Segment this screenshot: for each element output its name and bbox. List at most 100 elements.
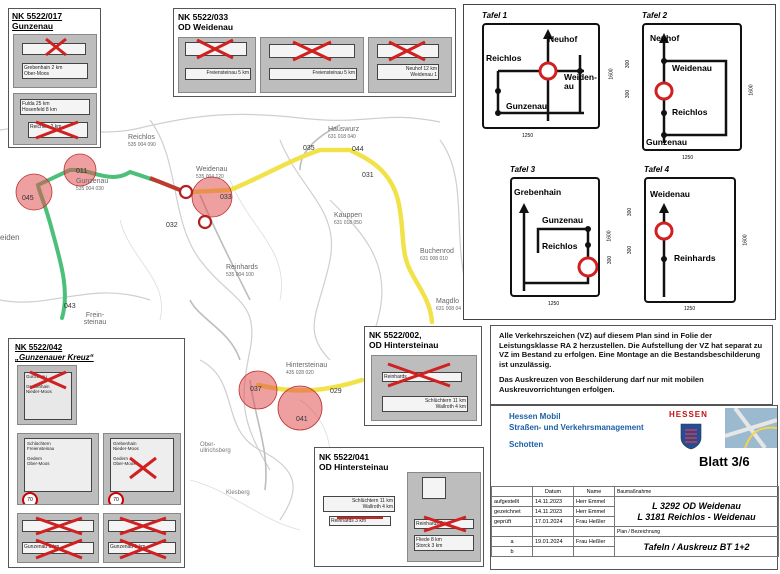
org-location: Schotten	[509, 440, 544, 449]
panel-nk002: NK 5522/002,OD Hintersteinau Reinhards S…	[364, 326, 482, 426]
project-title: L 3292 OD Weidenau	[652, 500, 741, 511]
route-diagram	[654, 203, 674, 297]
cross-out-icon	[35, 120, 79, 140]
dimension-label: 1250	[522, 133, 534, 139]
dimension-label: 1250	[548, 301, 560, 307]
tafel-place: Neuhof	[650, 33, 680, 43]
tafel-place: Neuhof	[548, 34, 578, 44]
tafel-label: Tafel 2	[642, 11, 668, 20]
row-name: Herr Emmel	[573, 496, 615, 507]
tafel-2-sign: Neuhof Weidenau Reichlos Gunzenau	[642, 23, 742, 151]
row-label: a	[491, 536, 533, 547]
cross-out-icon	[45, 37, 67, 57]
panel-title: NK 5522/002,OD Hintersteinau	[369, 330, 439, 350]
row-date: 19.01.2024	[532, 536, 574, 547]
tafel-place: Weiden-au	[564, 72, 597, 91]
motorway-junction-icon	[725, 408, 777, 448]
node-number: 033	[220, 194, 232, 201]
row-date: 14.11.2023	[532, 506, 574, 517]
tafel-label: Tafel 4	[644, 165, 670, 174]
sign-photo: Freiensteinau 5 km	[260, 37, 364, 93]
tafel-label: Tafel 3	[510, 165, 536, 174]
node-number: 011	[76, 168, 88, 175]
cross-out-icon	[388, 40, 426, 62]
speed-limit-sign: 70	[108, 492, 124, 504]
note-paragraph: Alle Verkehrszeichen (VZ) auf diesem Pla…	[499, 331, 763, 369]
hessen-logo-text: HESSEN	[669, 410, 708, 419]
project-title: L 3181 Reichlos - Weidenau	[637, 511, 756, 522]
node-number: 029	[330, 388, 342, 395]
dimension-label: 300	[625, 59, 632, 69]
row-label: aufgestellt	[491, 496, 533, 507]
note-paragraph: Das Auskreuzen von Beschilderung darf nu…	[499, 375, 704, 394]
sign: Freiensteinau 5 km	[185, 68, 251, 80]
cross-out-icon	[423, 515, 467, 533]
cross-out-icon	[387, 362, 451, 388]
node-number: 037	[250, 386, 262, 393]
row-date: 14.11.2023	[532, 496, 574, 507]
tafel-place: Weidenau	[672, 63, 712, 73]
node-number: 041	[296, 416, 308, 423]
row-date: 17.01.2024	[532, 516, 574, 527]
map-label-klesberg: Klesberg	[226, 490, 250, 496]
tafel-place: Gunzenau	[506, 101, 548, 111]
row-label: gezeichnet	[491, 506, 533, 517]
sheet-number: Blatt 3/6	[699, 454, 750, 469]
col-header: Name	[573, 486, 615, 497]
cross-out-icon	[196, 38, 234, 60]
map-label-freiensteinau: Frein-steinau	[83, 312, 107, 326]
org-name: Straßen- und Verkehrsmanagement	[509, 423, 644, 432]
sign-photo: Gunzenau 1 km	[17, 513, 99, 563]
node-number: 031	[362, 172, 374, 179]
tafel-place: Reichlos	[486, 53, 522, 63]
org-name: Hessen Mobil	[509, 412, 561, 421]
hessen-crest-icon	[680, 423, 702, 450]
dimension-label: 300	[607, 255, 614, 265]
route-diagram	[495, 29, 584, 121]
row-label: b	[491, 546, 533, 557]
col-header: Baumaßnahme	[614, 486, 779, 497]
dimension-label: 300	[627, 207, 634, 217]
cross-out-icon	[337, 517, 383, 519]
dimension-label: 1600	[748, 84, 755, 96]
row-name	[573, 546, 615, 557]
tafel-1-sign: Neuhof Reichlos Weiden-au Gunzenau	[482, 23, 600, 129]
dimension-label: 300	[625, 89, 632, 99]
title-block: Hessen Mobil Straßen- und Verkehrsmanage…	[490, 405, 779, 570]
tafel-place: Reichlos	[542, 241, 578, 251]
notes-box: Alle Verkehrszeichen (VZ) auf diesem Pla…	[490, 325, 773, 405]
dimension-label: 1600	[606, 230, 613, 242]
dimension-label: 1250	[682, 155, 694, 161]
speed-limit-sign: 70	[22, 492, 38, 504]
node-number: 032	[166, 222, 178, 229]
sign: Reinhards 3 km	[329, 516, 391, 526]
row-name: Herr Emmel	[573, 506, 615, 517]
plan-label: Plan / Bezeichnung	[614, 526, 779, 537]
sign-photo: Gunzenau 1 km	[103, 513, 181, 563]
dimension-label: 1250	[684, 306, 696, 312]
